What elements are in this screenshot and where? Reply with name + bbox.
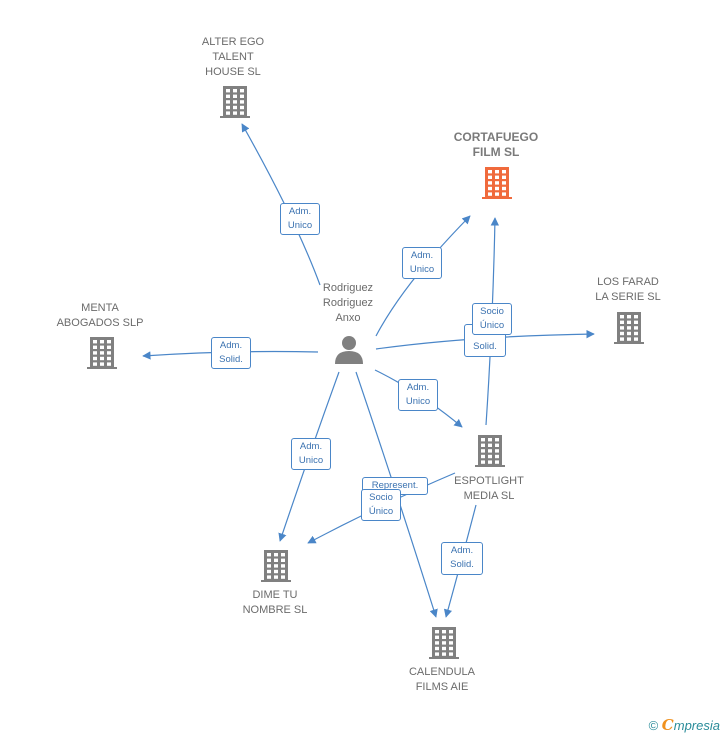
node-label-person[interactable]: Rodriguez Rodriguez Anxo: [322, 281, 374, 324]
building-icon: [614, 312, 644, 344]
building-icon: [482, 167, 512, 199]
edge-label-person-to-menta: Adm. Solid.: [211, 337, 251, 369]
edge-label-espotlight-to-calendula: Adm. Solid.: [441, 542, 483, 575]
node-label-calendula[interactable]: CALENDULA FILMS AIE: [408, 666, 476, 693]
building-icon: [475, 435, 505, 467]
edge-person-to-cortafuego: [375, 215, 471, 337]
edge-label-person-to-cortafuego: Adm. Unico: [402, 247, 442, 279]
brand-initial: C: [661, 716, 674, 734]
edge-label-person-to-alter: Adm. Unico: [280, 203, 320, 235]
person-icon: [335, 336, 363, 364]
building-icon: [429, 627, 459, 659]
building-icon: [220, 86, 250, 118]
edge-label-person-to-espotlight: Adm. Unico: [398, 379, 438, 411]
node-label-losfarad[interactable]: LOS FARAD LA SERIE SL: [595, 276, 661, 303]
node-label-dime[interactable]: DIME TU NOMBRE SL: [242, 589, 308, 616]
building-icon: [261, 550, 291, 582]
brand-name: mpresia: [673, 718, 720, 733]
node-label-cortafuego[interactable]: CORTAFUEGO FILM SL: [453, 130, 539, 159]
node-label-alter[interactable]: ALTER EGO TALENT HOUSE SL: [201, 35, 265, 78]
empresia-logo: © Cmpresia: [649, 716, 720, 734]
building-icon: [87, 337, 117, 369]
node-label-menta[interactable]: MENTA ABOGADOS SLP: [56, 302, 144, 329]
edge-label-person-to-dime: Adm. Unico: [291, 438, 331, 470]
edge-label-espotlight-to-dime: Socio Único: [361, 489, 401, 521]
node-label-espotlight[interactable]: ESPOTLIGHT MEDIA SL: [454, 475, 524, 502]
copyright-symbol: ©: [648, 718, 659, 733]
edge-label-espotlight-to-cortafuego: Socio Único: [472, 303, 512, 335]
